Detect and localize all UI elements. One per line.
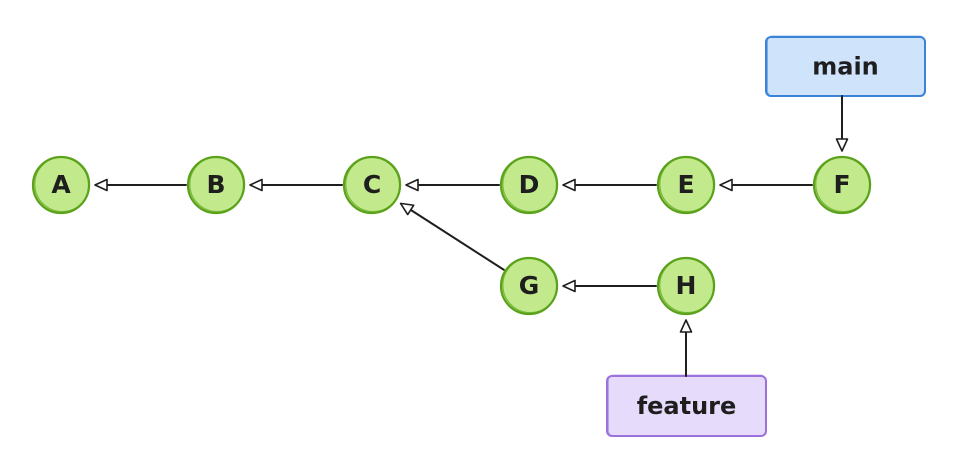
edge-d-to-c bbox=[405, 178, 500, 192]
commit-outline-sketch-g bbox=[502, 257, 559, 314]
commit-outline-sketch-f bbox=[815, 156, 872, 213]
commit-label-c: C bbox=[363, 170, 381, 199]
edge-g-to-c bbox=[399, 202, 505, 271]
commit-node-f: F bbox=[812, 155, 872, 215]
edge-c-to-b-arrowhead bbox=[249, 178, 263, 192]
edge-h-to-g bbox=[562, 279, 657, 293]
branch-box-sketch-main bbox=[767, 35, 925, 97]
branch-pointer-main bbox=[835, 95, 849, 152]
branch-label-main: main bbox=[812, 53, 879, 81]
edge-layer bbox=[94, 178, 813, 293]
commit-circle-h bbox=[658, 258, 714, 314]
edge-f-to-e-arrowhead bbox=[719, 178, 733, 192]
edge-g-to-c-line bbox=[409, 208, 505, 271]
commit-outline-sketch-b bbox=[189, 156, 246, 213]
branch-feature: feature bbox=[606, 374, 767, 437]
edge-g-to-c-arrowhead bbox=[399, 202, 415, 216]
commit-node-a: A bbox=[31, 155, 91, 215]
commit-outline-sketch-a bbox=[34, 156, 91, 213]
commit-label-a: A bbox=[51, 170, 71, 199]
edge-b-to-a-arrowhead bbox=[94, 178, 108, 192]
commit-circle-g bbox=[501, 258, 557, 314]
commit-outline-sketch-d bbox=[502, 156, 559, 213]
branch-pointer-feature bbox=[679, 319, 693, 377]
commit-label-f: F bbox=[833, 170, 850, 199]
commit-circle-f bbox=[814, 157, 870, 213]
branch-main: main bbox=[765, 35, 926, 97]
commit-circle-d bbox=[501, 157, 557, 213]
branch-pointer-main-arrowhead bbox=[835, 138, 849, 152]
commit-node-c: C bbox=[342, 155, 402, 215]
commit-circle-a bbox=[33, 157, 89, 213]
branch-label-feature: feature bbox=[637, 392, 737, 420]
edge-h-to-g-arrowhead bbox=[562, 279, 576, 293]
edge-f-to-e bbox=[719, 178, 813, 192]
branch-pointer-feature-arrowhead bbox=[679, 319, 693, 333]
commit-label-b: B bbox=[206, 170, 225, 199]
commit-outline-sketch-c bbox=[345, 156, 402, 213]
commit-node-d: D bbox=[499, 155, 559, 215]
commit-outline-sketch-e bbox=[659, 156, 716, 213]
commit-node-e: E bbox=[656, 155, 716, 215]
edge-c-to-b bbox=[249, 178, 343, 192]
commit-layer: A B C D E F G H bbox=[31, 155, 872, 316]
commit-label-h: H bbox=[676, 271, 697, 300]
commit-circle-c bbox=[344, 157, 400, 213]
edge-e-to-d bbox=[562, 178, 657, 192]
commit-node-b: B bbox=[186, 155, 246, 215]
edge-b-to-a bbox=[94, 178, 187, 192]
commit-node-h: H bbox=[656, 256, 716, 316]
commit-label-d: D bbox=[519, 170, 540, 199]
commit-label-e: E bbox=[677, 170, 694, 199]
commit-outline-sketch-h bbox=[659, 257, 716, 314]
commit-circle-e bbox=[658, 157, 714, 213]
commit-node-g: G bbox=[499, 256, 559, 316]
edge-d-to-c-arrowhead bbox=[405, 178, 419, 192]
commit-label-g: G bbox=[519, 271, 540, 300]
edge-e-to-d-arrowhead bbox=[562, 178, 576, 192]
branch-layer: main feature bbox=[606, 35, 926, 437]
commit-circle-b bbox=[188, 157, 244, 213]
